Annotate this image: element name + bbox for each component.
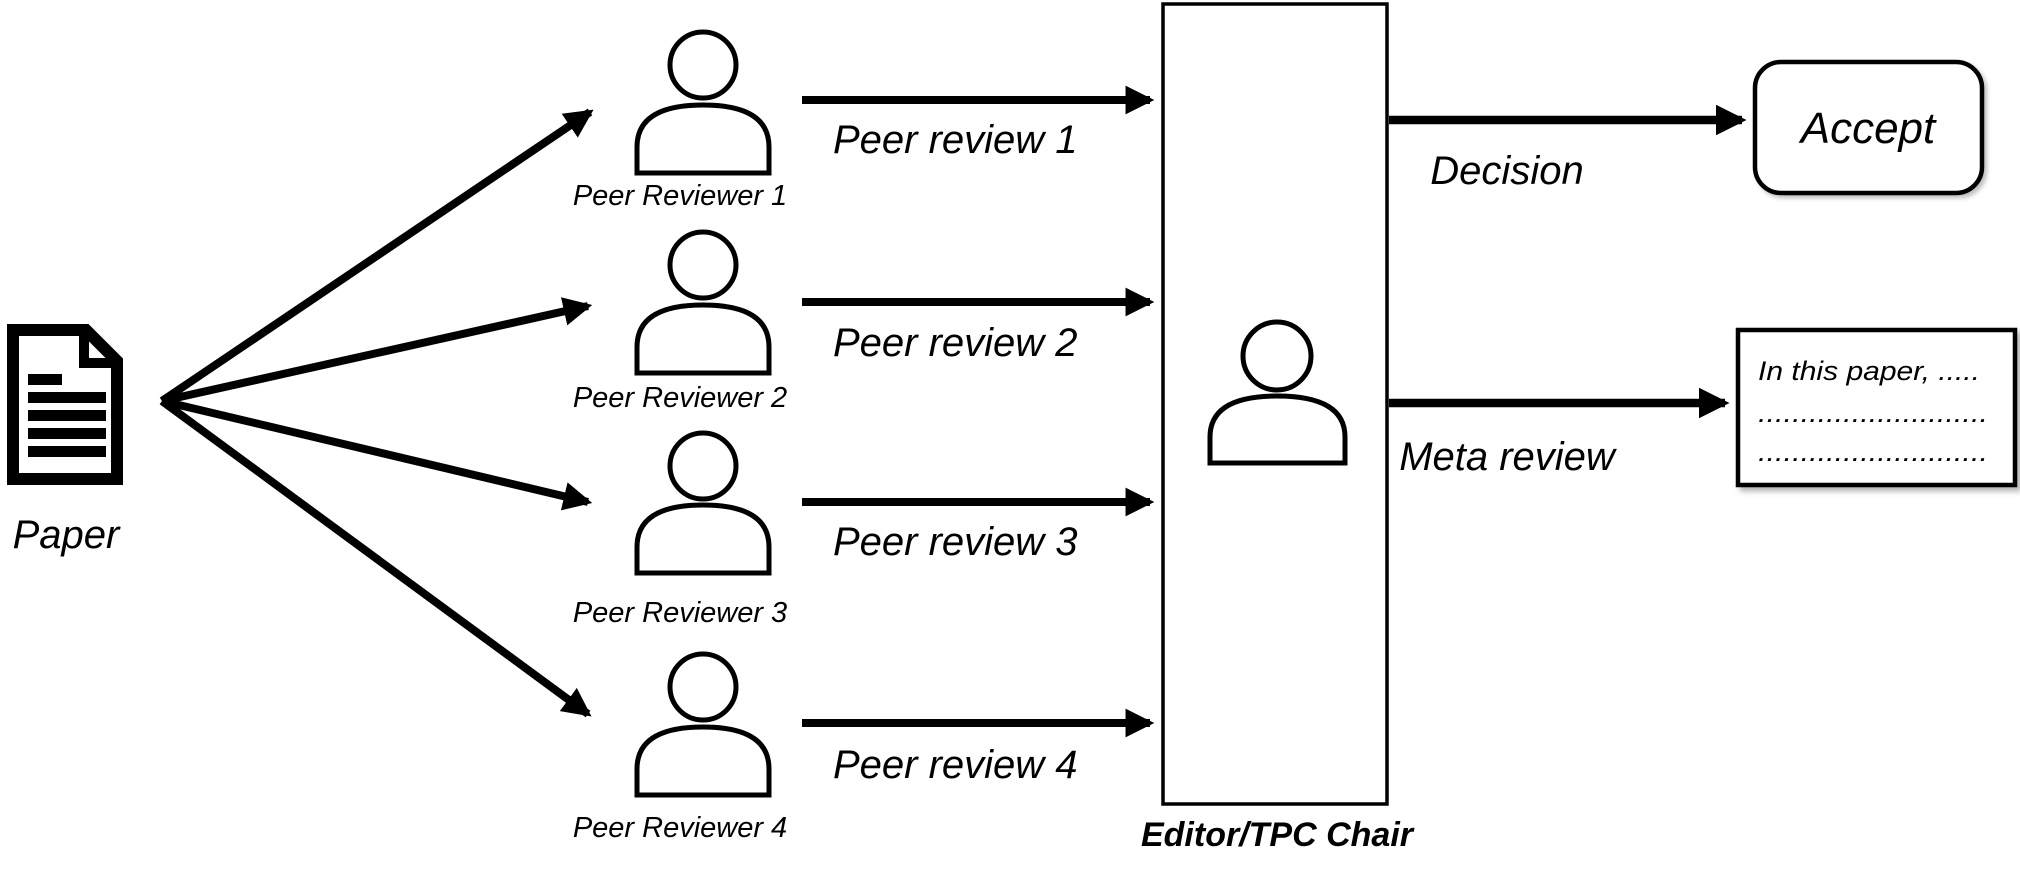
reviewer-4-person-icon	[634, 651, 772, 798]
decision-label: Decision	[1430, 149, 1583, 193]
accept-box	[1752, 59, 1985, 196]
meta-review-line-1: In this paper, .....	[1758, 356, 1980, 386]
reviewer-1: Peer Reviewer 1	[573, 29, 787, 212]
arrow-paper-to-reviewer-3	[161, 397, 593, 511]
meta-review-node: In this paper, ..... ...................…	[1735, 327, 2018, 488]
accept-node: Accept	[1752, 59, 1985, 196]
review-4-label: Peer review 4	[833, 743, 1078, 787]
editor-node: Editor/TPC Chair	[1141, 2, 1415, 854]
review-arrows	[802, 85, 1155, 738]
editor-label: Editor/TPC Chair	[1141, 816, 1415, 854]
reviewer-1-name: Peer Reviewer 1	[573, 180, 787, 212]
reviewer-3-name: Peer Reviewer 3	[573, 597, 787, 629]
meta-review-line-2: ...........................	[1758, 398, 1988, 428]
review-3-label: Peer review 3	[833, 520, 1078, 564]
editor-person-icon	[1207, 319, 1348, 466]
arrow-paper-to-reviewer-4	[159, 397, 592, 718]
paper-icon	[7, 324, 123, 485]
reviewer-4: Peer Reviewer 4	[573, 651, 787, 844]
reviewer-3: Peer Reviewer 3	[573, 430, 787, 629]
reviewer-2-name: Peer Reviewer 2	[573, 382, 787, 414]
accept-label: Accept	[1798, 104, 1937, 153]
paper-to-reviewers-arrows	[159, 108, 594, 718]
meta-review-label: Meta review	[1399, 435, 1618, 479]
reviewer-1-person-icon	[634, 29, 772, 176]
review-2-label: Peer review 2	[833, 321, 1078, 365]
meta-review-box	[1735, 327, 2018, 488]
review-1-label: Peer review 1	[833, 118, 1078, 162]
arrow-paper-to-reviewer-2	[161, 297, 593, 405]
paper-label: Paper	[13, 513, 121, 557]
reviewer-4-name: Peer Reviewer 4	[573, 812, 787, 844]
arrow-paper-to-reviewer-1	[159, 108, 594, 405]
reviewer-2: Peer Reviewer 2	[573, 229, 787, 414]
reviewer-3-person-icon	[634, 430, 772, 576]
meta-review-line-3: ...........................	[1758, 437, 1988, 467]
reviewer-2-person-icon	[634, 229, 772, 376]
